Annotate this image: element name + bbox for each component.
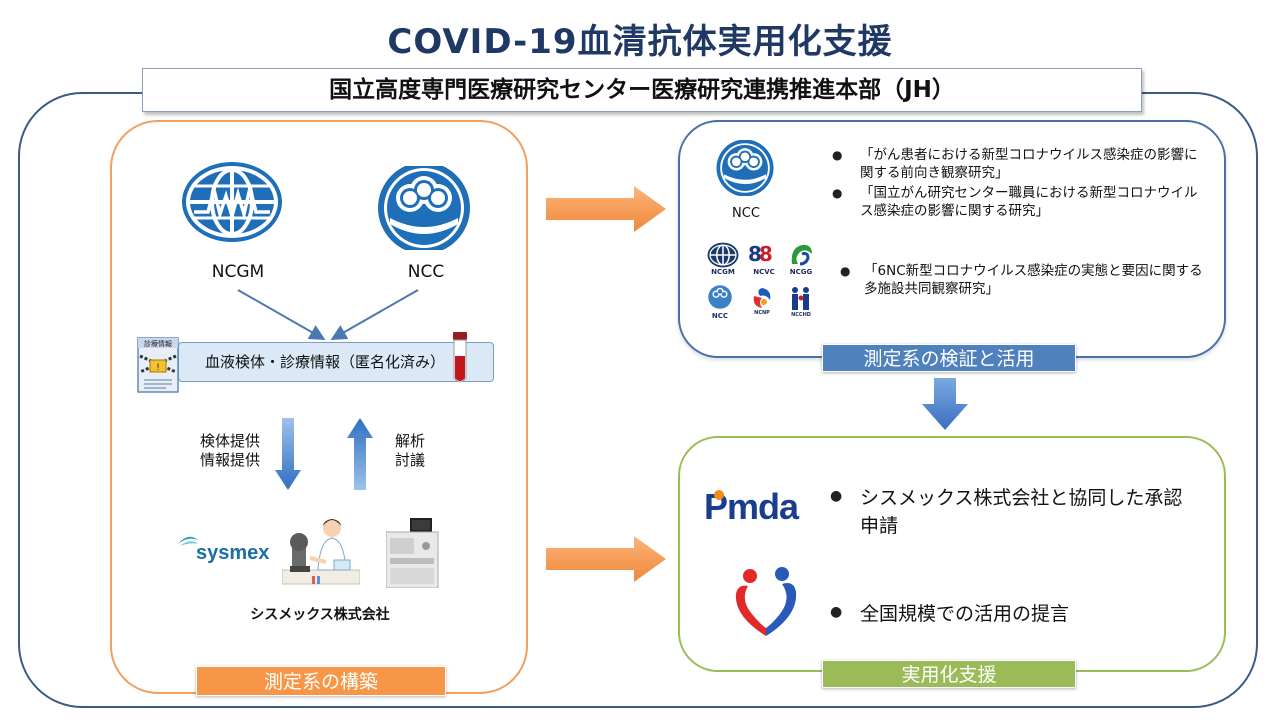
bullet-dot: ● bbox=[830, 488, 843, 504]
sysmex-logo-text: sysmex bbox=[196, 542, 270, 564]
orange-arrow-top bbox=[546, 186, 666, 232]
verify-bullet-3-text: 「6NC新型コロナウイルス感染症の実態と要因に関する多施設共同観察研究」 bbox=[864, 263, 1203, 297]
company-name: シスメックス株式会社 bbox=[250, 607, 390, 623]
blood-sample-bar: 血液検体・診療情報（匿名化済み） bbox=[178, 342, 494, 382]
practical-bullet-1-text: シスメックス株式会社と協同した承認申請 bbox=[860, 487, 1183, 537]
ncgg-mini-label: NCGG bbox=[789, 268, 813, 276]
jh-banner: 国立高度専門医療研究センター医療研究連携推進本部（JH） bbox=[142, 68, 1142, 112]
ncc-label: NCC bbox=[407, 262, 445, 282]
stage-label-verify: 測定系の検証と活用 bbox=[822, 344, 1076, 372]
verify-bullet-1-text: 「がん患者における新型コロナウイルス感染症の影響に関する前向き観察研究」 bbox=[860, 147, 1198, 181]
ncvc-mini-label: NCVC bbox=[753, 268, 775, 276]
verify-bullet-1: ● 「がん患者における新型コロナウイルス感染症の影響に関する前向き観察研究」 bbox=[832, 146, 1202, 182]
verify-bullet-2: ● 「国立がん研究センター職員における新型コロナウイルス感染症の影響に関する研究… bbox=[832, 184, 1202, 220]
microscope-scientist-icon bbox=[282, 519, 360, 585]
ncgm-globe-logo-icon bbox=[182, 162, 282, 242]
bullet-dot: ● bbox=[832, 186, 843, 200]
ncnp-mini-label: NCNP bbox=[754, 310, 770, 316]
ncc-mini-label: NCC bbox=[711, 312, 729, 320]
verify-bullet-2-text: 「国立がん研究センター職員における新型コロナウイルス感染症の影響に関する研究」 bbox=[860, 185, 1198, 219]
blue-down-arrow bbox=[922, 378, 968, 430]
down-arrow bbox=[275, 418, 301, 490]
bullet-dot: ● bbox=[840, 264, 851, 278]
verify-bullets: ● 「がん患者における新型コロナウイルス感染症の影響に関する前向き観察研究」 ●… bbox=[832, 146, 1202, 220]
ncc-mini-logo-icon bbox=[708, 285, 732, 309]
svg-text:!: ! bbox=[156, 363, 160, 373]
analysis-text: 解析 bbox=[394, 432, 425, 450]
ncc-small-logo-icon bbox=[716, 140, 774, 196]
ncc-small-label: NCC bbox=[732, 206, 760, 221]
ncc-logo-icon bbox=[378, 166, 470, 250]
practical-bullet-2: ● 全国規模での活用の提言 bbox=[830, 600, 1190, 628]
ncgm-mini-logo-icon bbox=[707, 242, 739, 268]
stage-label-practical: 実用化支援 bbox=[822, 660, 1076, 688]
sysmex-logo: sysmex bbox=[176, 534, 272, 568]
ncchd-mini-label: NCCHD bbox=[791, 312, 811, 318]
practical-bullet-2-text: 全国規模での活用の提言 bbox=[860, 603, 1070, 625]
down-arrow-label: 検体提供 情報提供 bbox=[190, 432, 270, 470]
pmda-orange-dot-icon bbox=[714, 490, 724, 500]
pmda-logo: Pmda bbox=[704, 486, 814, 528]
lab-analyzer-icon bbox=[386, 518, 439, 588]
mhlw-logo-icon bbox=[735, 567, 797, 636]
ncnp-logo-icon bbox=[753, 288, 771, 308]
discussion-text: 討議 bbox=[394, 451, 425, 469]
orange-arrow-bottom bbox=[546, 536, 666, 582]
up-arrow-label: 解析 討議 bbox=[380, 432, 440, 470]
ncvc-logo-icon: 88 bbox=[748, 242, 773, 266]
blood-tube-icon bbox=[453, 332, 467, 383]
bullet-dot: ● bbox=[832, 148, 843, 162]
ncgm-mini-label: NCGM bbox=[711, 268, 735, 276]
stage-label-build: 測定系の構築 bbox=[196, 666, 446, 696]
blood-sample-text: 血液検体・診療情報（匿名化済み） bbox=[205, 353, 446, 371]
page-title: COVID-19血清抗体実用化支援 bbox=[387, 22, 893, 62]
info-provision-text: 情報提供 bbox=[199, 451, 260, 469]
specimen-provision-text: 検体提供 bbox=[199, 432, 260, 450]
document-lock-icon: 診療情報 ! bbox=[137, 337, 179, 393]
practical-bullet-1: ● シスメックス株式会社と協同した承認申請 bbox=[830, 484, 1190, 540]
sysmex-swoosh-icon bbox=[178, 536, 198, 546]
six-nc-logos: NCGM 88 NCVC NCGG NCC NCNP NCCHD bbox=[702, 242, 822, 322]
ncgm-label: NCGM bbox=[211, 262, 265, 282]
ncgg-logo-icon bbox=[791, 244, 812, 266]
bullet-dot: ● bbox=[830, 604, 843, 620]
doc-icon-text: 診療情報 bbox=[144, 339, 172, 348]
up-arrow bbox=[347, 418, 373, 490]
verify-bullet-3: ● 「6NC新型コロナウイルス感染症の実態と要因に関する多施設共同観察研究」 bbox=[840, 262, 1214, 298]
converging-arrows bbox=[237, 289, 419, 340]
ncchd-logo-icon bbox=[792, 287, 809, 310]
